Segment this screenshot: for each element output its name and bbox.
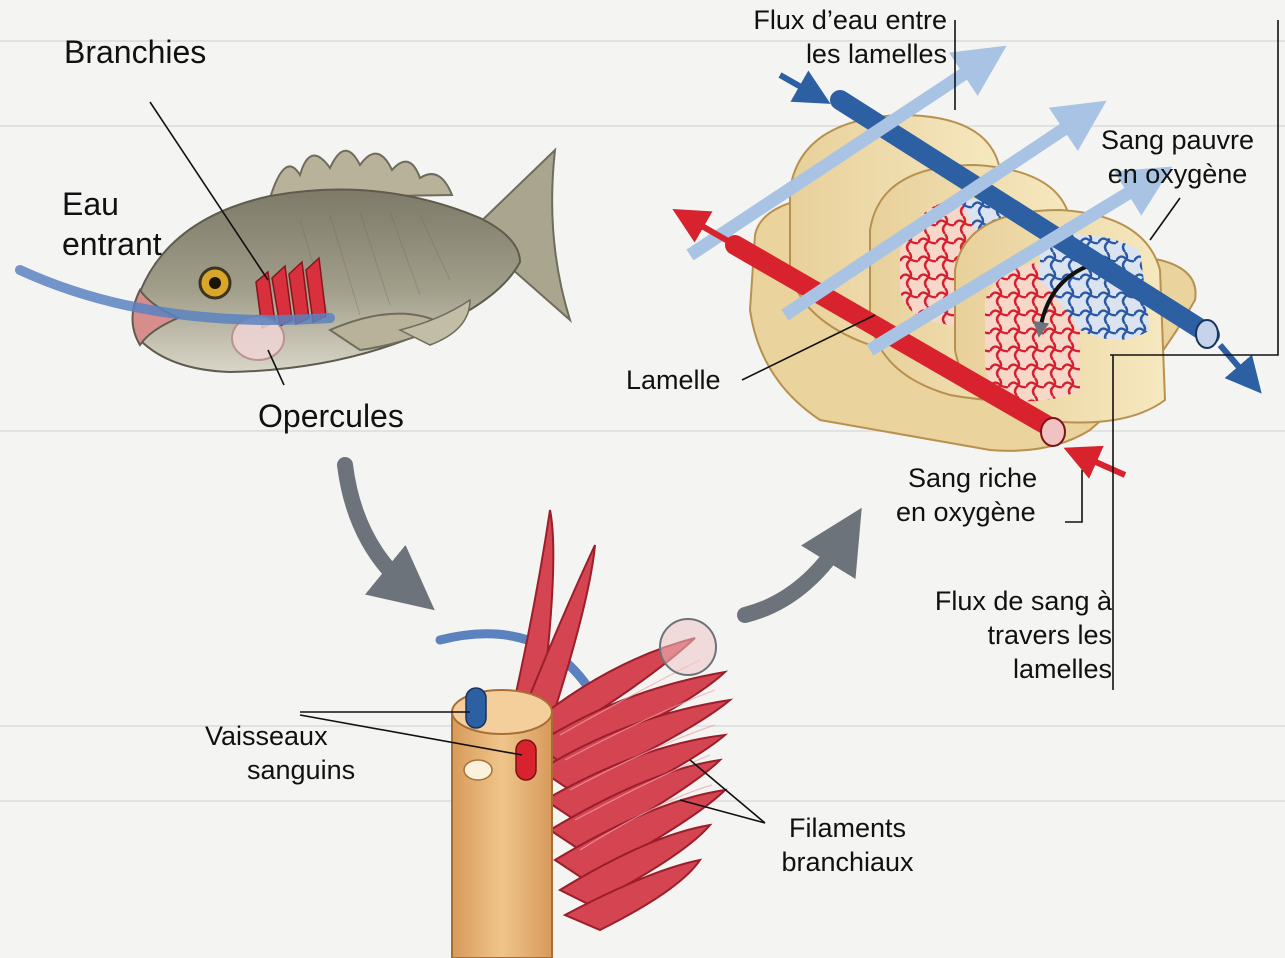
process-arrow-down (345, 465, 410, 590)
process-arrow-up (745, 535, 845, 615)
label-flux-eau-line1: Flux d’eau entre (735, 4, 947, 38)
fish-body (140, 190, 520, 372)
gill-arch-stem (452, 712, 552, 958)
label-eau-entrant-line2: entrant (62, 224, 162, 264)
label-flux-sang: Flux de sang à travers les lamelles (890, 585, 1112, 686)
red-in-arrow (1080, 455, 1125, 475)
label-flux-sang-line3: lamelles (890, 653, 1112, 687)
label-filaments-line1: Filaments (770, 812, 925, 846)
label-flux-sang-line1: Flux de sang à (890, 585, 1112, 619)
lamellae-detail (688, 60, 1250, 475)
label-sang-pauvre-line2: en oxygène (1090, 158, 1265, 192)
label-eau-entrant: Eau entrant (62, 184, 162, 264)
label-branchies: Branchies (64, 32, 206, 72)
label-sang-pauvre-line1: Sang pauvre (1090, 124, 1265, 158)
red-vessel (516, 740, 536, 780)
label-eau-entrant-line1: Eau (62, 184, 162, 224)
label-flux-eau-line2: les lamelles (735, 38, 947, 72)
label-sang-pauvre: Sang pauvre en oxygène (1090, 124, 1265, 192)
blue-in-arrow (780, 75, 815, 95)
gill-arch (440, 510, 730, 958)
label-lamelle: Lamelle (626, 364, 721, 398)
label-opercules: Opercules (258, 396, 404, 436)
label-vaisseaux-line2: sanguins (205, 754, 355, 788)
blue-vessel (466, 688, 486, 728)
label-sang-riche: Sang riche en oxygène (896, 462, 1037, 530)
label-sang-riche-line2: en oxygène (896, 496, 1037, 530)
label-flux-eau: Flux d’eau entre les lamelles (735, 4, 947, 72)
zoom-circle (660, 619, 716, 675)
label-vaisseaux: Vaisseaux sanguins (205, 720, 355, 788)
label-filaments: Filaments branchiaux (770, 812, 925, 880)
label-sang-riche-line1: Sang riche (896, 462, 1037, 496)
label-flux-sang-line2: travers les (890, 619, 1112, 653)
blue-out-arrow (1220, 345, 1250, 380)
label-filaments-line2: branchiaux (770, 846, 925, 880)
label-vaisseaux-line1: Vaisseaux (205, 720, 355, 754)
